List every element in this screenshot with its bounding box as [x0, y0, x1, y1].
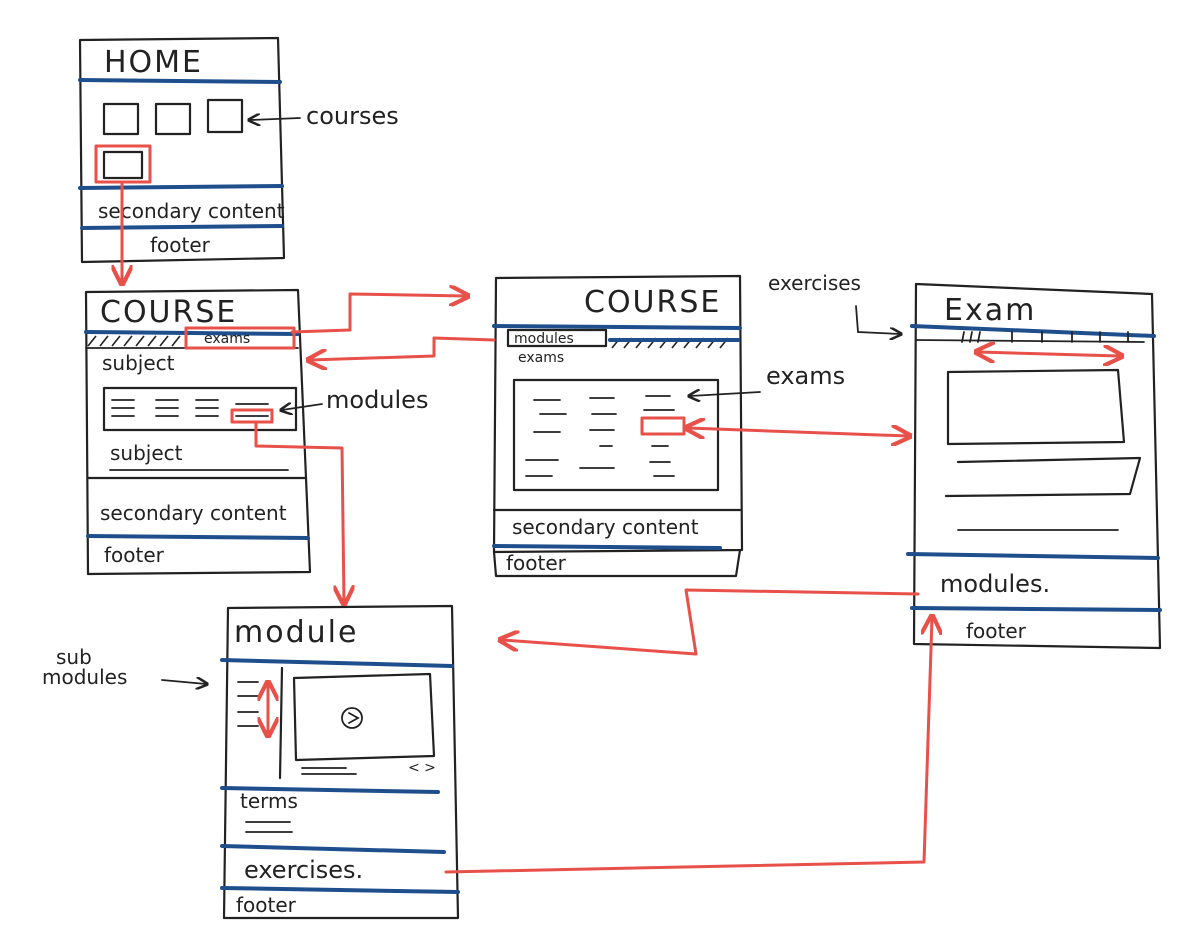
course-a-footer: footer: [104, 543, 165, 567]
exam-answer-box: [944, 456, 1142, 498]
flow-exam-modules-to-module: [502, 588, 920, 656]
annotation-modules-label: modules: [326, 386, 428, 414]
course-a-module-list: [111, 399, 269, 417]
annotation-exercises-label: exercises: [768, 271, 861, 295]
home-wireframe: HOME secondary content footer: [78, 36, 286, 264]
course-a-frame: [84, 288, 312, 576]
module-exercises-rule: [220, 844, 446, 854]
course-b-exams-panel: [512, 378, 720, 492]
module-title: module: [234, 615, 358, 650]
module-submodule-list: [237, 681, 259, 727]
annotation-exams: exams: [690, 362, 845, 396]
play-icon: [341, 707, 363, 729]
annotation-courses-label: courses: [306, 102, 399, 130]
course-b-footer-frame: [492, 548, 742, 578]
course-a-subject-1: subject: [102, 351, 175, 375]
course-a-exams-tab-label: exams: [204, 331, 250, 347]
module-header-rule: [220, 658, 454, 668]
home-secondary-content: secondary content: [98, 199, 285, 223]
annotation-courses: courses: [250, 102, 399, 130]
course-b-header-rule: [492, 324, 742, 330]
home-header-rule: [78, 78, 282, 84]
course-a-header-rule: [84, 330, 300, 336]
course-a-selected-module: [230, 408, 274, 424]
exam-question-box: [946, 368, 1126, 446]
course-b-secondary-content: secondary content: [512, 515, 699, 539]
course-a-secondary-content: secondary content: [100, 501, 287, 525]
course-a-wireframe: COURSE exams subject: [84, 288, 312, 576]
annotation-sub-modules: sub modules: [42, 645, 206, 689]
course-a-subject-2: subject: [110, 441, 183, 465]
flow-module-exercises-to-exam: [444, 618, 932, 874]
annotation-exams-label: exams: [766, 362, 845, 390]
home-course-card-3: [206, 98, 244, 134]
course-b-wireframe: COURSE modules exams: [492, 274, 744, 578]
module-terms: terms: [240, 789, 298, 813]
exam-exercise-nav-rule: [915, 339, 1145, 343]
exams-pointer-arrow: [690, 392, 761, 396]
course-b-exams-tab-label: exams: [518, 350, 564, 366]
module-footer: footer: [236, 893, 297, 917]
course-b-selected-exam: [640, 416, 686, 436]
module-content-rule: [220, 786, 440, 794]
home-content-rule: [78, 184, 284, 190]
annotation-modules: modules: [282, 386, 428, 414]
exam-frame: [912, 282, 1162, 650]
annotation-sub-modules-label: modules: [42, 665, 127, 689]
exam-header-rule: [910, 324, 1156, 338]
module-video-player: [292, 672, 436, 762]
course-b-frame: [492, 274, 744, 554]
exercises-pointer-arrow: [855, 305, 900, 334]
home-footer-rule: [80, 224, 284, 230]
course-a-modules-panel: [102, 386, 298, 432]
exam-exercise-scroll-arrow: [978, 352, 1120, 356]
annotation-sub-label: sub: [56, 645, 92, 669]
module-footer-rule: [220, 886, 460, 894]
course-a-title: COURSE: [100, 295, 237, 330]
courses-pointer-arrow: [250, 118, 301, 120]
home-title: HOME: [104, 45, 203, 80]
home-course-card-1: [102, 102, 140, 136]
course-a-footer-rule: [86, 534, 310, 540]
exam-modules-link: modules.: [940, 570, 1050, 598]
flow-course-b-exam-to-exam: [688, 428, 908, 436]
course-b-footer: footer: [506, 551, 567, 575]
exam-exercise-ticks: [961, 331, 1129, 343]
flow-course-a-module-to-module: [254, 420, 344, 602]
course-a-exams-tab: [184, 326, 296, 350]
module-frame: [222, 604, 460, 920]
flow-course-b-modules-to-course-a: [310, 336, 496, 360]
exam-wireframe: Exam modules. footer: [906, 282, 1162, 650]
exam-content-rule: [906, 552, 1160, 560]
course-b-exam-list: [525, 395, 675, 477]
module-wireframe: module < > terms exercises. footer: [220, 604, 460, 920]
play-triangle-icon: [348, 712, 360, 724]
module-video-nav-icon: < >: [408, 760, 436, 776]
modules-pointer-arrow: [282, 404, 323, 410]
home-course-card-4: [102, 150, 144, 180]
annotation-exercises: exercises: [768, 271, 900, 334]
course-a-tab-hatching: [87, 335, 181, 347]
sub-modules-pointer-arrow: [161, 680, 206, 684]
flow-arrows: [122, 180, 932, 874]
exam-footer-rule: [910, 606, 1162, 612]
course-b-modules-tab-label: modules: [514, 331, 574, 347]
module-exercises-link: exercises.: [244, 856, 363, 884]
home-course-card-2: [154, 102, 192, 136]
module-submodule-divider: [278, 666, 284, 780]
home-footer: footer: [150, 233, 211, 257]
exam-title: Exam: [944, 293, 1036, 328]
course-b-footer-rule: [492, 544, 722, 550]
course-b-modules-tab: [506, 328, 608, 348]
exam-footer: footer: [966, 619, 1027, 643]
course-b-title: COURSE: [584, 285, 721, 320]
flow-course-a-exams-to-course-b: [290, 294, 466, 334]
